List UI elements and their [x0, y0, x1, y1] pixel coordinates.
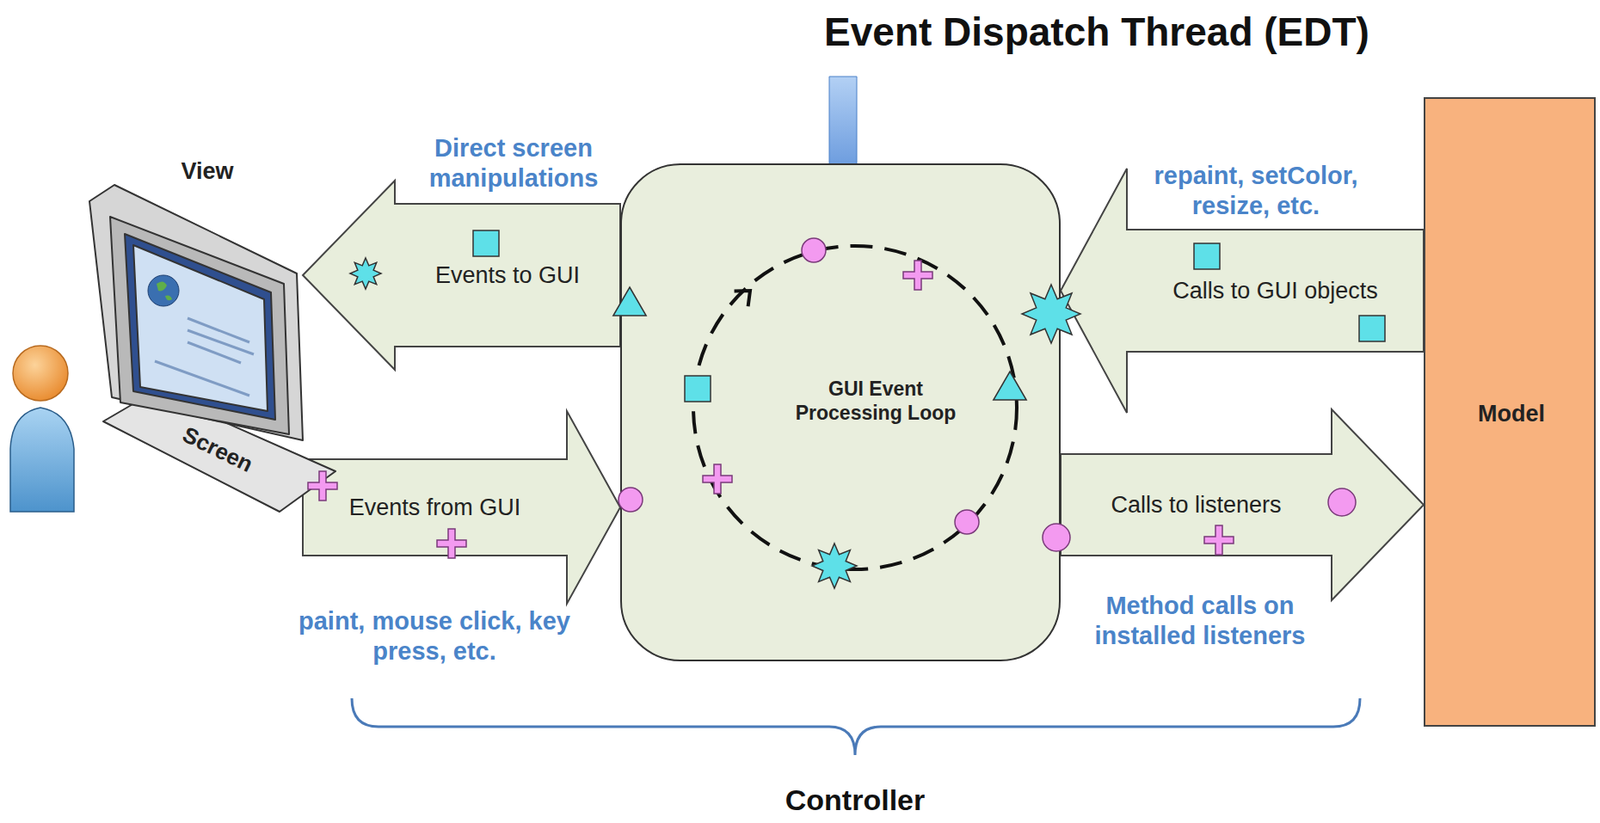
event-token: [954, 510, 979, 535]
model-label: Model: [1477, 400, 1545, 428]
annotation: paint, mouse click, key press, etc.: [288, 606, 581, 667]
event-token: [812, 543, 857, 589]
event-token: [1328, 488, 1356, 517]
arrow-label: Events from GUI: [349, 493, 522, 522]
annotation: Direct screen manipulations: [397, 133, 630, 194]
token-group: [684, 238, 1027, 589]
arrow-label: Events to GUI: [435, 261, 580, 290]
controller-bracket: [351, 698, 1360, 756]
arrow-label: Calls to listeners: [1110, 491, 1281, 519]
block-arrow: [302, 411, 621, 604]
loop-label: GUI Event Processing Loop: [776, 377, 975, 425]
user-figure: [10, 345, 74, 512]
monitor-illustration: [86, 154, 303, 517]
block-arrow: [1060, 409, 1424, 601]
model-box: Model: [1423, 97, 1596, 727]
event-token: [684, 375, 711, 402]
view-heading: View: [180, 157, 234, 185]
event-token: [801, 238, 826, 263]
annotation: repaint, setColor, resize, etc.: [1126, 160, 1385, 222]
event-token: [436, 529, 467, 559]
event-token: [1193, 243, 1220, 270]
event-token: [1204, 525, 1234, 555]
event-token: [993, 371, 1027, 400]
bracket-label: Controller: [785, 782, 925, 819]
diagram-title: Event Dispatch Thread (EDT): [824, 8, 1370, 56]
event-token: [350, 258, 382, 290]
arrow-label: Calls to GUI objects: [1172, 276, 1379, 305]
block-arrow: [302, 180, 621, 370]
event-token: [702, 464, 733, 494]
view-screen: ViewScreen: [86, 154, 303, 517]
annotation: Method calls on installed listeners: [1062, 590, 1338, 652]
event-token: [1359, 315, 1385, 342]
event-token: [473, 230, 499, 257]
event-loop-box: GUI Event Processing Loop: [620, 163, 1061, 662]
event-token: [903, 260, 933, 290]
